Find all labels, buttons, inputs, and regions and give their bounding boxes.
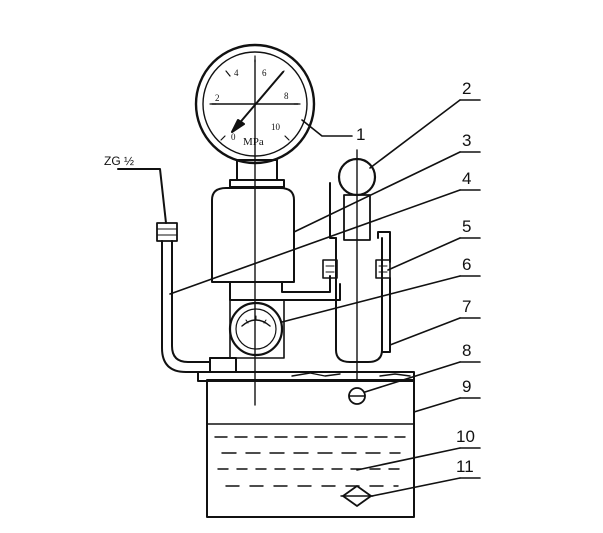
callout-4: 4: [462, 169, 471, 188]
callout-9: 9: [462, 377, 471, 396]
plunger-assembly: [322, 149, 391, 381]
base-plate: [197, 357, 415, 382]
pump-body: [211, 187, 341, 301]
suction-strainer: [340, 485, 374, 507]
callout-6: 6: [462, 255, 471, 274]
callout-1: 1: [356, 125, 365, 144]
gauge-dial-labels: 0 2 4 6 8 10 MPa: [215, 68, 289, 148]
callout-5: 5: [462, 217, 471, 236]
callout-3: 3: [462, 131, 471, 150]
valve-disc: [228, 299, 285, 359]
gauge-tick-8: 8: [284, 91, 289, 101]
oil-level-dashes: [214, 436, 406, 487]
callout-7: 7: [462, 297, 471, 316]
reservoir-tank: [206, 379, 415, 518]
gauge-tick-2: 2: [215, 93, 220, 103]
pressure-gauge: [194, 43, 316, 406]
callout-10: 10: [456, 427, 475, 446]
gauge-unit-label: MPa: [243, 136, 264, 148]
callout-11: 11: [456, 457, 474, 476]
check-valve: [348, 387, 366, 405]
gauge-tick-6: 6: [262, 68, 267, 78]
gauge-tick-0: 0: [231, 132, 236, 142]
gauge-tick-4: 4: [234, 68, 239, 78]
callout-numbers: 1 2 3 4 5 6 7 8 9 10 11: [356, 79, 475, 476]
callout-2: 2: [462, 79, 471, 98]
thread-label: ZG ½: [104, 154, 134, 168]
inlet-pipe: [117, 168, 211, 373]
gauge-tick-10: 10: [271, 122, 281, 132]
leader-lines: [169, 99, 481, 497]
callout-8: 8: [462, 341, 471, 360]
